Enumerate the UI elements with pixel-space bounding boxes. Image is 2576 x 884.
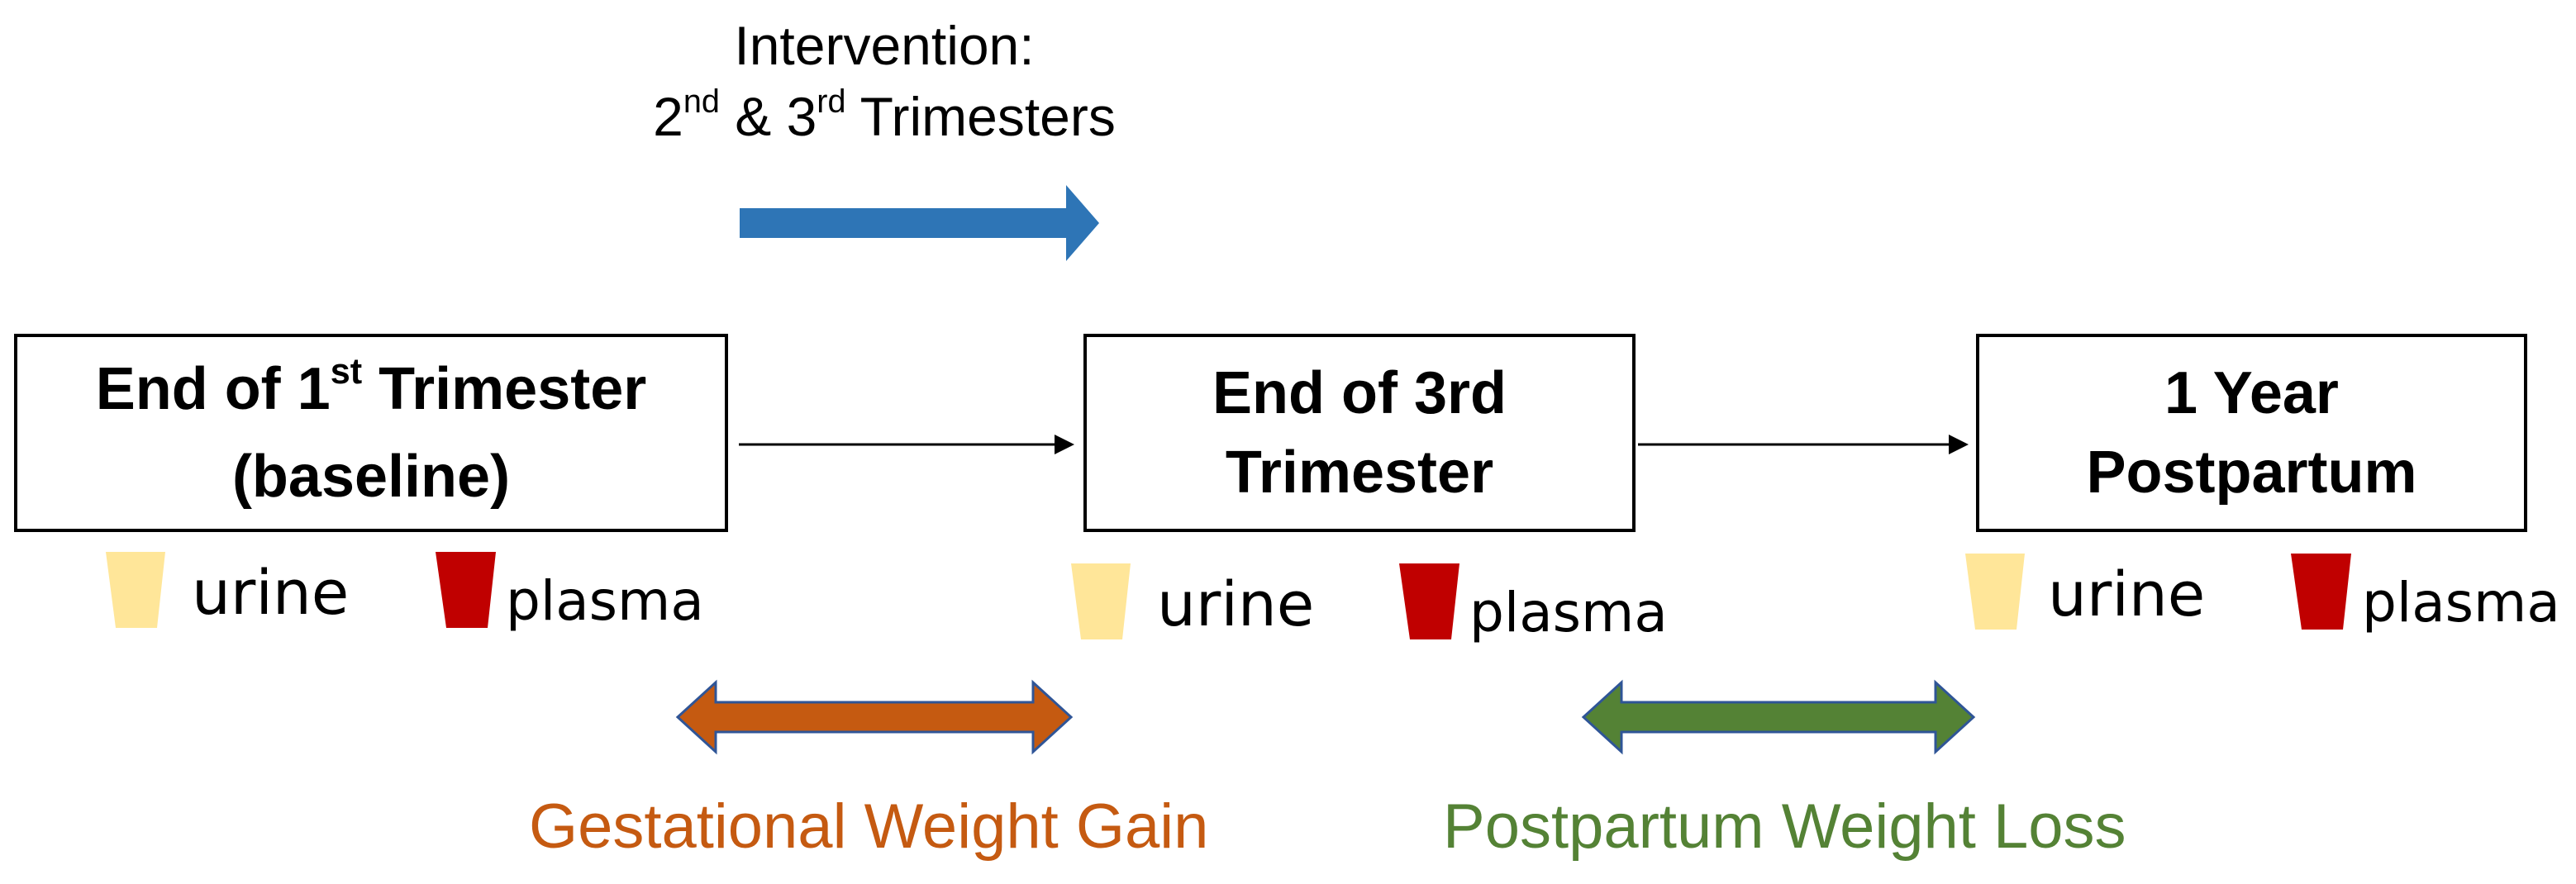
urine-label: urine (1157, 569, 1315, 640)
weight-loss-double-arrow (1581, 679, 1976, 755)
plasma-label: plasma (506, 569, 704, 633)
urine-cup-icon (106, 552, 165, 628)
plasma-cup-icon (2291, 554, 2351, 630)
intervention-arrow (740, 185, 1099, 261)
plasma-cup-icon (1399, 563, 1459, 639)
urine-label: urine (192, 558, 350, 629)
plasma-label: plasma (1469, 581, 1668, 644)
stage-box-end-of-1st-trimester: End of 1st Trimester (baseline) (14, 334, 728, 532)
intervention-title: Intervention: 2nd & 3rd Trimesters (628, 10, 1140, 160)
gestational-weight-gain-label: Gestational Weight Gain (529, 791, 1209, 862)
urine-label: urine (2048, 559, 2206, 630)
plasma-cup-icon (436, 552, 496, 628)
stage-box-end-of-3rd-trimester: End of 3rd Trimester (1083, 334, 1636, 532)
stage-3-line2: Postpartum (2086, 440, 2417, 506)
postpartum-weight-loss-label: Postpartum Weight Loss (1443, 791, 2126, 862)
intervention-title-line2: 2nd & 3rd Trimesters (653, 83, 1116, 148)
stage-1-line1: End of 1st Trimester (95, 351, 647, 422)
stage-3-line1: 1 Year (2164, 360, 2339, 426)
stage-box-1-year-postpartum: 1 Year Postpartum (1976, 334, 2527, 532)
weight-gain-double-arrow (675, 679, 1074, 755)
stage-2-line1: End of 3rd (1212, 360, 1507, 426)
urine-cup-icon (1965, 554, 2025, 630)
timeline-arrowhead-2 (1949, 435, 1969, 454)
urine-cup-icon (1071, 563, 1131, 639)
timeline-arrowhead-1 (1055, 435, 1074, 454)
stage-2-line2: Trimester (1225, 440, 1494, 506)
stage-1-line2: (baseline) (231, 444, 511, 510)
plasma-label: plasma (2362, 571, 2560, 634)
intervention-title-line1: Intervention: (734, 15, 1035, 76)
